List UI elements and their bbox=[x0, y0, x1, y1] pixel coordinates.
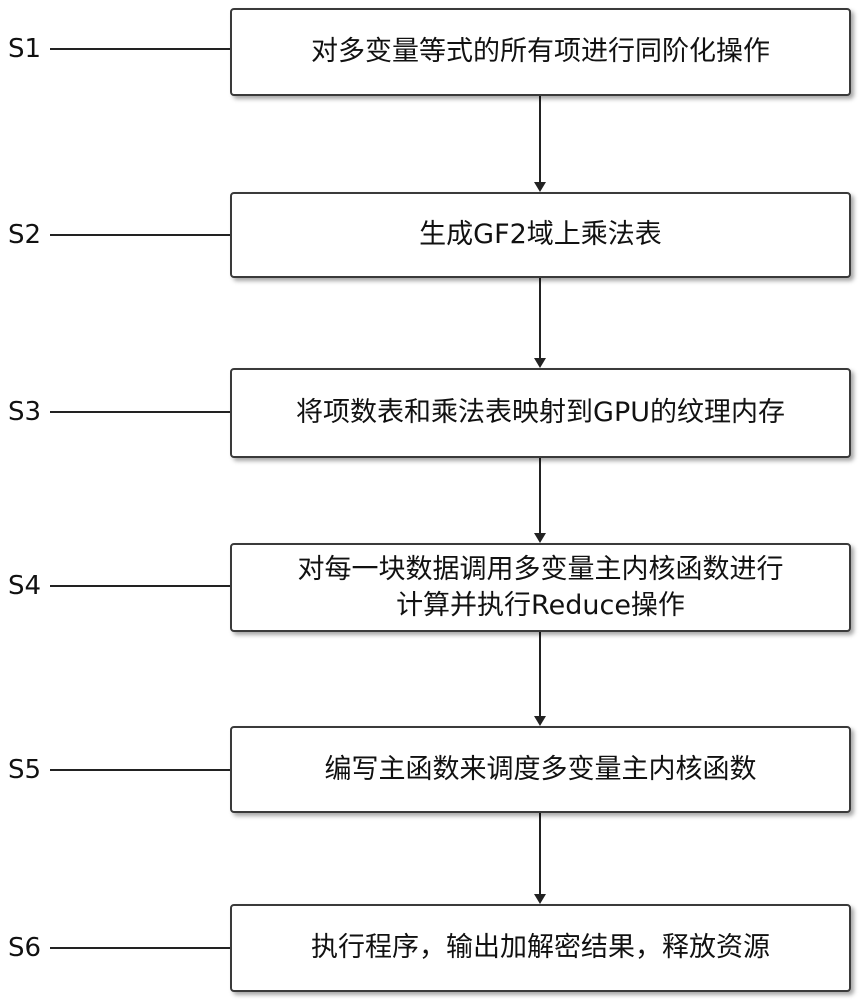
step-box-s4: 对每一块数据调用多变量主内核函数进行 计算并执行Reduce操作 bbox=[230, 543, 851, 632]
step-label-s5: S5 bbox=[8, 755, 42, 785]
step-text-s6: 执行程序，输出加解密结果，释放资源 bbox=[311, 932, 770, 963]
step-label-s2: S2 bbox=[8, 220, 42, 250]
step-label-s3: S3 bbox=[8, 397, 42, 427]
step-text-s5: 编写主函数来调度多变量主内核函数 bbox=[324, 753, 757, 785]
step-box-s3: 将项数表和乘法表映射到GPU的纹理内存 bbox=[230, 368, 851, 458]
step-label-s1: S1 bbox=[8, 34, 42, 64]
step-box-s6: 执行程序，输出加解密结果，释放资源 bbox=[230, 904, 851, 992]
step-text-s1: 对多变量等式的所有项进行同阶化操作 bbox=[311, 36, 770, 67]
step-text-s4: 对每一块数据调用多变量主内核函数进行 计算并执行Reduce操作 bbox=[297, 553, 784, 621]
step-box-s2: 生成GF2域上乘法表 bbox=[230, 192, 851, 278]
step-text-s3: 将项数表和乘法表映射到GPU的纹理内存 bbox=[296, 397, 785, 428]
step-label-s6: S6 bbox=[8, 933, 42, 963]
step-box-s1: 对多变量等式的所有项进行同阶化操作 bbox=[230, 8, 851, 96]
step-box-s5: 编写主函数来调度多变量主内核函数 bbox=[230, 726, 851, 813]
step-label-s4: S4 bbox=[8, 571, 42, 601]
step-text-s2: 生成GF2域上乘法表 bbox=[419, 219, 662, 250]
